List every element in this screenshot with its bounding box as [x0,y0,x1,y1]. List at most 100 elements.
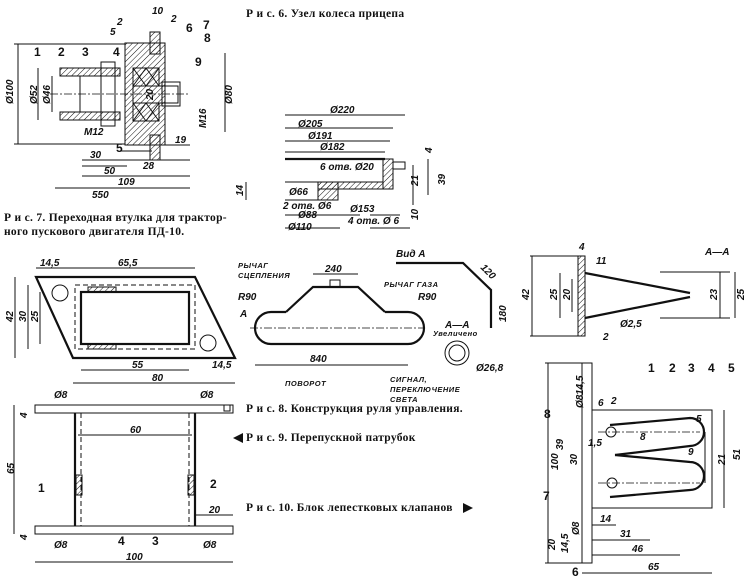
dim: 21 [717,453,728,466]
dim: Ø66 [289,187,308,198]
dim: 10 [410,208,421,220]
dim: 5 [696,414,702,425]
part-label: 9 [195,55,202,69]
caption-fig7-line2: ного пускового двигателя ПД-10. [4,226,185,238]
part-label: 2 [210,477,217,491]
dim: Ø8 [54,540,68,551]
dim: 4 [19,412,30,419]
dim: 19 [175,135,187,146]
dim: Ø8 [575,394,586,408]
part-label: 3 [688,361,695,375]
caption-marker-icon [223,404,231,412]
petal-upper [609,416,706,457]
dim: 65 [648,562,660,573]
dim: 8 [640,432,646,443]
dim: Ø52 [29,85,40,104]
dim: Ø80 [224,85,235,104]
dim: 39 [437,173,448,185]
part-label: 1 [34,45,41,59]
dim: Ø8 [54,390,68,401]
dim: 6 [598,398,604,409]
axle-stub [132,85,179,104]
dim: R90 [238,292,257,303]
fig10-valve-block: 14,5 Ø8 100 39 30 21 51 20 14,5 Ø8 6 2 1… [543,361,743,579]
caption-fig9: Р и с. 9. Перепускной патрубок [246,432,416,444]
dim: 46 [631,544,644,555]
dim: 25 [30,310,41,323]
dim: Ø205 [298,119,323,130]
note: А—А [444,320,469,331]
dim: Ø26,8 [476,363,504,374]
handlebar-upper [285,285,386,313]
part-label: 4 [708,361,715,375]
part-label: 1 [648,361,655,375]
dim: 65,5 [118,258,138,269]
dim: 25 [549,288,560,301]
dim: Ø182 [320,142,345,153]
dim: 840 [310,354,327,365]
dim: Ø220 [330,105,355,116]
dim: Ø8 [203,540,217,551]
dim: 25 [736,288,747,301]
rim-flange-top [149,31,161,55]
mounting-hole [51,284,69,302]
bolt-m12 [100,61,116,127]
dim: Ø110 [288,222,312,233]
dim: 180 [498,305,509,322]
dim: 14,5 [212,360,232,371]
caption-fig10: Р и с. 10. Блок лепестковых клапанов [246,502,453,514]
dim: М12 [84,127,104,138]
part-label: 4 [113,45,120,59]
dim: 109 [118,177,135,188]
dim: 14,5 [560,533,571,553]
dim: Ø153 [350,204,375,215]
dim: 11 [596,256,607,267]
dim: 2 [610,396,617,407]
dim: Ø100 [5,79,16,104]
part-label: 5 [728,361,735,375]
fig6-flange: Ø220 Ø205 Ø191 Ø182 6 отв. Ø20 Ø66 2 отв… [235,105,448,233]
dim: 240 [324,264,342,275]
dim: 21 [410,174,421,187]
dim: 30 [18,310,29,322]
dim: 42 [521,288,532,301]
dim: 4 [578,242,585,253]
dim: 10 [152,6,164,17]
dim: 30 [90,150,102,161]
dim: Ø2,5 [620,319,642,330]
dim: 39 [555,438,566,450]
caption-fig8: Р и с. 8. Конструкция руля управления. [246,403,463,415]
dim: 4 отв. Ø 6 [347,216,399,227]
dim: 14,5 [40,258,60,269]
dim: 14,5 [575,375,586,395]
fig8-steering: РЫЧАГ СЦЕПЛЕНИЯ РЫЧАГ ГАЗА ПОВОРОТ СИГНА… [238,249,509,404]
dim: 20 [547,538,558,551]
dim: 23 [709,288,720,301]
dim: 55 [132,360,144,371]
part-label: 6 [572,565,579,579]
part-label: 4 [118,534,125,548]
dim: 42 [5,310,16,323]
dim: 100 [550,453,561,470]
note: Увеличено [433,329,478,338]
part-label: 3 [152,534,159,548]
caption-fig7-line1: Р и с. 7. Переходная втулка для трактор- [4,212,227,224]
dim: М16 [198,108,209,128]
bushing-outline [34,275,237,360]
part-label: 3 [82,45,89,59]
tube-section [444,340,470,366]
fig7-bushing: 14,5 65,5 42 30 25 55 80 14,5 [5,258,237,384]
dim: 2 [602,332,609,343]
dim: Ø8 [200,390,214,401]
note: СИГНАЛ, [390,375,427,384]
note: ПОВОРОТ [285,379,327,388]
dim: 65 [6,462,17,474]
dim: Ø88 [298,210,317,221]
dim: 51 [732,448,743,460]
flange-top [34,404,234,414]
note: СЦЕПЛЕНИЯ [238,271,290,280]
view-a-profile [396,261,493,328]
note: СВЕТА [390,395,418,404]
dim: R90 [418,292,437,303]
